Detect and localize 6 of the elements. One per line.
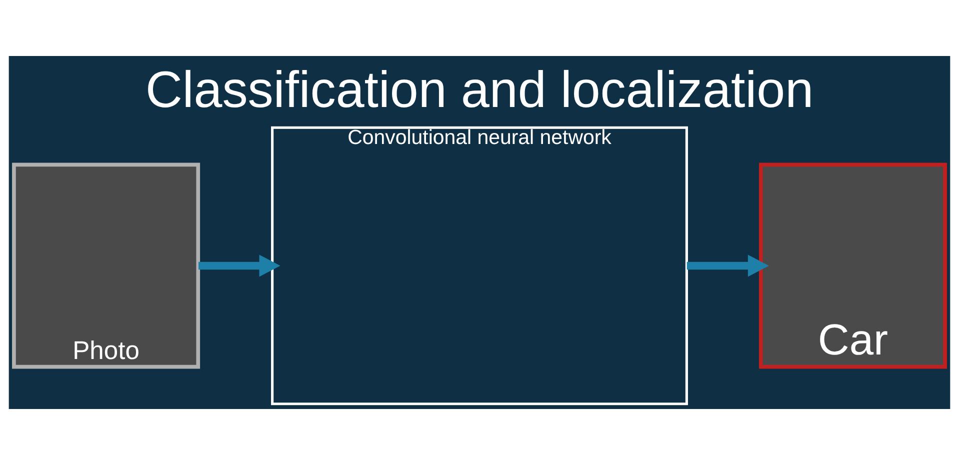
node-box: Photo xyxy=(12,162,200,368)
arrow xyxy=(686,254,769,276)
node-box: Car xyxy=(758,162,947,368)
arrow xyxy=(198,254,280,276)
node-box: Convolutional neural network xyxy=(271,126,688,405)
diagram-title: Classification and localization xyxy=(145,60,814,118)
